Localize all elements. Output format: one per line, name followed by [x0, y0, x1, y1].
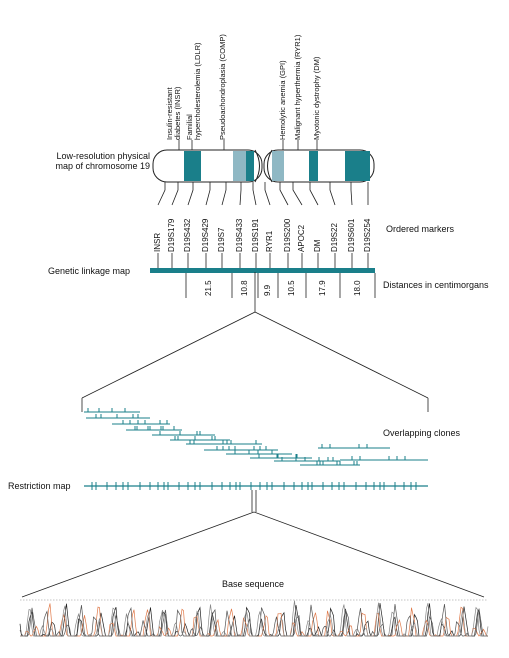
band [345, 151, 370, 181]
marker-connector [350, 182, 353, 206]
chromosome-label: Low-resolution physical map of chromosom… [55, 151, 150, 171]
marker-label: D19S22 [330, 223, 339, 252]
chromatogram-trace [20, 603, 488, 637]
base-sequence-label: Base sequence [222, 579, 285, 589]
marker-label: D19S191 [251, 218, 260, 252]
marker-connector [292, 182, 303, 206]
chromatogram-trace [19, 602, 488, 637]
distance-value: 21.5 [204, 280, 213, 296]
marker-label: RYR1 [265, 230, 274, 252]
zoom-fan-upper [81, 272, 429, 412]
marker-label: INSR [153, 232, 162, 252]
marker-connector [309, 182, 319, 206]
ordered-markers-label: Ordered markers [386, 224, 455, 234]
marker-connector [264, 182, 271, 206]
marker-connector [157, 182, 166, 206]
zoom-fan-lower [21, 490, 485, 598]
distances-label: Distances in centimorgans [383, 280, 489, 290]
overlapping-clones-label: Overlapping clones [383, 428, 461, 438]
marker-label: D19S179 [167, 218, 176, 252]
marker-connector [205, 182, 211, 206]
disease-label-ryr1: Malignant hyperthermia (RYR1) [293, 34, 302, 140]
marker-connector [187, 182, 194, 206]
marker-label: D19S200 [283, 218, 292, 252]
marker-label: APOC2 [297, 224, 306, 252]
band [272, 151, 284, 181]
restriction-map-label: Restriction map [8, 481, 71, 491]
band [184, 151, 201, 181]
disease-label-comp: Pseudoachondroplasia (COMP) [218, 34, 227, 140]
disease-pointer-lines [178, 140, 318, 150]
marker-label: D19S432 [183, 218, 192, 252]
marker-label: D19S7 [217, 227, 226, 252]
sequence-chromatogram [19, 600, 489, 637]
genetic-linkage-bar [150, 268, 375, 273]
disease-label-gpi: Hemolytic anemia (GPI) [278, 60, 287, 140]
linkage-map-ticks [185, 273, 376, 298]
marker-label: D19S433 [235, 218, 244, 252]
disease-label-insr: Insulin-resistant diabetes (INSR) [165, 86, 182, 140]
distance-value: 9.9 [263, 284, 272, 296]
marker-connector [239, 182, 242, 206]
marker-connector [171, 182, 179, 206]
marker-connector [221, 182, 227, 206]
disease-label-ldlr: Familial hypercholesterolemia (LDLR) [185, 42, 202, 140]
distance-value: 18.0 [352, 280, 362, 296]
overlapping-clones [84, 408, 428, 466]
marker-label: DM [313, 239, 322, 252]
distance-value: 17.9 [318, 280, 327, 296]
marker-label: D19S601 [347, 218, 356, 252]
distance-value: 10.5 [287, 280, 296, 296]
distance-value: 10.8 [240, 280, 249, 296]
chromatogram-trace [19, 603, 488, 637]
marker-label: D19S429 [201, 218, 210, 252]
marker-connector [252, 182, 257, 206]
marker-label: D19S254 [363, 218, 372, 252]
genetic-linkage-label: Genetic linkage map [48, 266, 131, 276]
chromatogram-trace [20, 600, 489, 637]
band [246, 151, 254, 181]
marker-connector-lines [157, 182, 369, 268]
restriction-sites [91, 482, 417, 490]
disease-label-dm: Myotonic dystrophy (DM) [312, 56, 321, 140]
band [309, 151, 318, 181]
chromosome-19 [152, 149, 375, 183]
band [233, 151, 246, 181]
marker-connector [279, 182, 289, 206]
marker-connector [329, 182, 336, 206]
